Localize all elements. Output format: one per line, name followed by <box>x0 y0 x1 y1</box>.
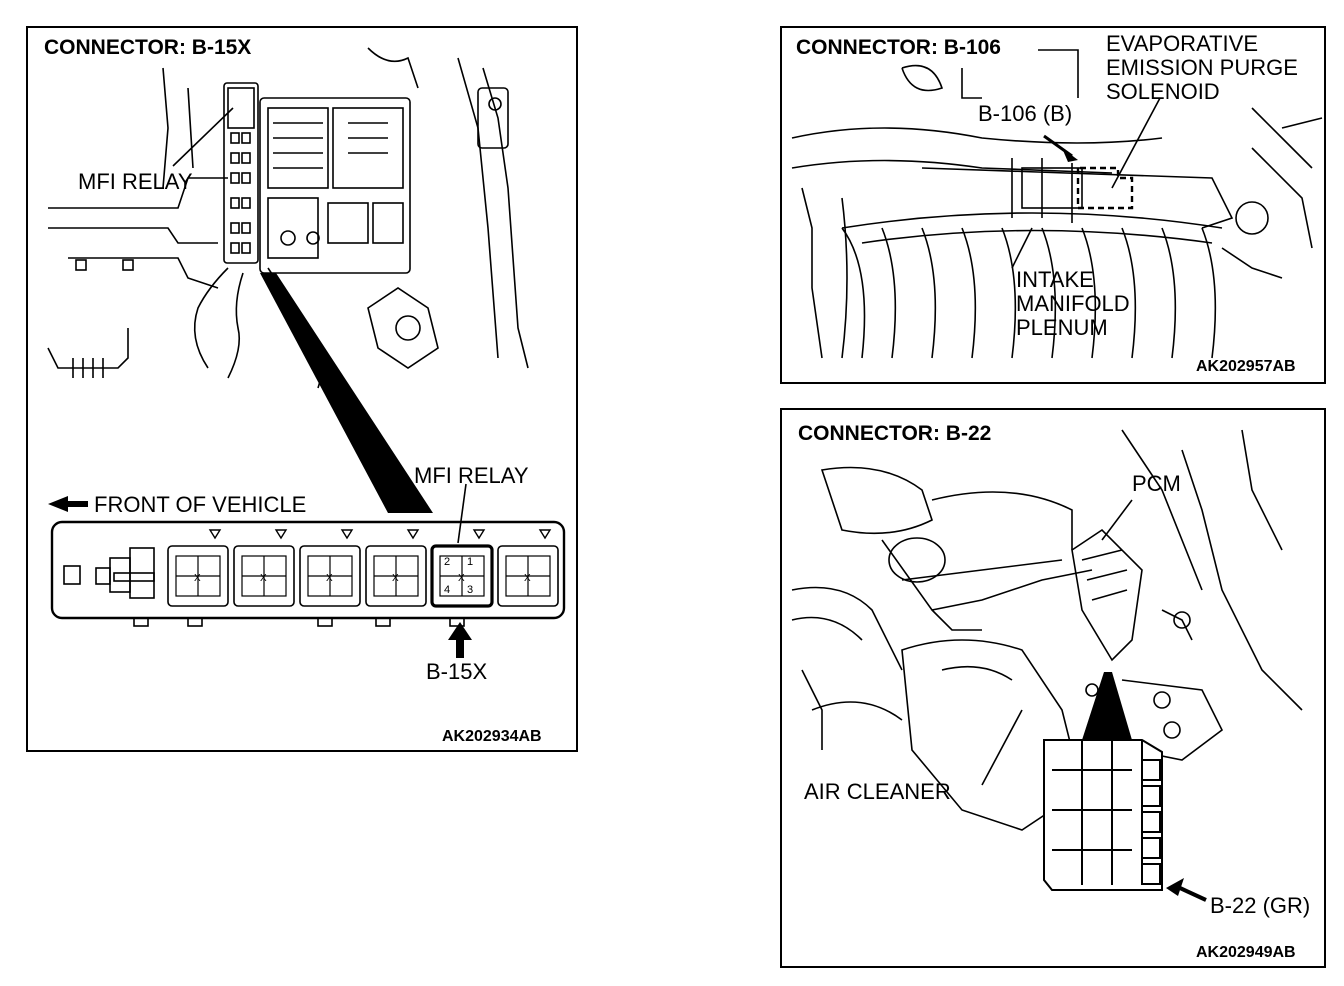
figure-code: AK202934AB <box>442 728 542 745</box>
relay-block-outline <box>50 520 566 620</box>
pin-1: 1 <box>467 556 474 568</box>
fuse-connector <box>95 547 155 599</box>
triangle-marker-icon <box>340 529 354 540</box>
figure-code: AK202949AB <box>1196 944 1296 961</box>
panel-b22: CONNECTOR: B-22 PCM AIR CLEANER B-22 (GR… <box>780 408 1326 968</box>
relay-mark: X <box>392 573 399 584</box>
air-cleaner-label: AIR CLEANER <box>804 779 951 804</box>
triangle-marker-icon <box>406 529 420 540</box>
pcm-module <box>1043 739 1163 891</box>
relay-slot: X <box>299 529 361 607</box>
zoom-wedge <box>1082 672 1132 740</box>
front-of-vehicle-label: FRONT OF VEHICLE <box>94 492 307 517</box>
pin-4: 4 <box>444 584 451 596</box>
connector-label: B-22 (GR) <box>1210 893 1311 918</box>
up-arrow-icon <box>448 622 472 640</box>
triangle-marker-icon <box>538 529 552 540</box>
engine-bay-drawing-b22 <box>791 429 1303 902</box>
evap-label-line3: SOLENOID <box>1106 79 1220 104</box>
triangle-marker-icon <box>208 529 222 540</box>
triangle-marker-icon <box>472 529 486 540</box>
panel-title: CONNECTOR: B-22 <box>798 422 992 445</box>
intake-label-line1: INTAKE <box>1016 267 1094 292</box>
triangle-marker-icon <box>274 529 288 540</box>
relay-mark: X <box>194 573 201 584</box>
panel-b106: CONNECTOR: B-106 EVAPORATIVE EMISSION PU… <box>780 26 1326 384</box>
panel-title: CONNECTOR: B-15X <box>44 36 252 59</box>
pin-3: 3 <box>467 584 474 596</box>
mfi-relay-strip-label: MFI RELAY <box>414 463 529 488</box>
panel-title: CONNECTOR: B-106 <box>796 36 1001 59</box>
panel-b15x: X X X X X X CONNECTOR: B-15X MFI RELAY FRONT … <box>26 26 578 752</box>
relay-mark: X <box>458 573 465 584</box>
pin-2: 2 <box>444 556 451 568</box>
pointer-arrow-icon <box>1166 878 1184 896</box>
relay-slot-mfi: X <box>430 529 494 608</box>
zoom-wedge <box>260 273 433 513</box>
intake-label-line2: MANIFOLD <box>1016 291 1130 316</box>
purge-solenoid-outline <box>1076 166 1134 210</box>
relay-slot: X <box>497 529 559 607</box>
pcm-label: PCM <box>1132 471 1181 496</box>
engine-bay-drawing-b106 <box>791 49 1323 359</box>
connector-label: B-106 (B) <box>978 101 1073 126</box>
relay-mark: X <box>326 573 333 584</box>
relay-slot: X <box>233 529 295 607</box>
relay-slot: X <box>365 529 427 607</box>
figure-code: AK202957AB <box>1196 358 1296 375</box>
evap-label-line2: EMISSION PURGE <box>1106 55 1298 80</box>
intake-label-line3: PLENUM <box>1016 315 1108 340</box>
relay-slot: X <box>167 529 229 607</box>
front-arrow-icon <box>48 496 68 512</box>
evap-label-line1: EVAPORATIVE <box>1106 31 1259 56</box>
mfi-relay-label: MFI RELAY <box>78 169 193 194</box>
relay-mark: X <box>260 573 267 584</box>
connector-label: B-15X <box>426 659 488 684</box>
relay-mark: X <box>524 573 531 584</box>
